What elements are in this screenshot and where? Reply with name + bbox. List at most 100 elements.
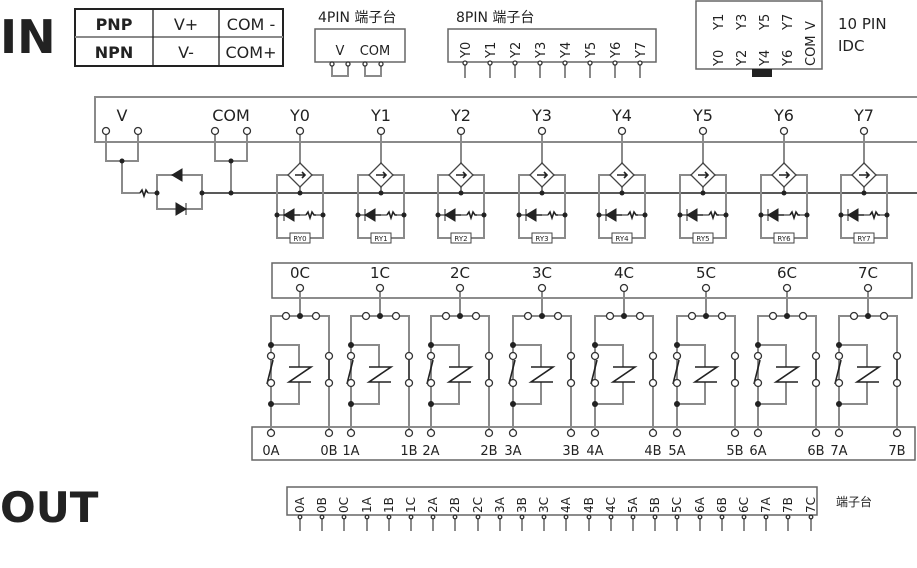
out-heading: OUT <box>0 483 99 532</box>
led-icon <box>767 208 779 222</box>
common-terminal-label: 7C <box>858 264 878 282</box>
a-terminal-label: 2A <box>422 444 439 459</box>
strip-terminal-label: 1A <box>360 496 374 513</box>
common-terminal-label: 6C <box>777 264 797 282</box>
strip-terminal-label: 5B <box>648 497 662 513</box>
idc-title-2: IDC <box>838 37 864 55</box>
a-terminal-label: 0A <box>262 444 279 459</box>
relay-label: RY4 <box>615 235 629 243</box>
b-terminal-label: 1B <box>400 444 417 459</box>
relay-label: RY5 <box>696 235 709 243</box>
b-terminal-label: 5B <box>726 444 743 459</box>
switch-contact-icon <box>672 359 680 385</box>
strip-terminal-label: 5C <box>670 497 684 513</box>
relay-coil-box <box>289 232 311 244</box>
switch-contact-icon <box>426 359 434 385</box>
relay-coil-box <box>853 232 875 244</box>
a-terminal-label: 4A <box>586 444 603 459</box>
input-channel-label: Y4 <box>611 106 632 125</box>
coil-icon <box>773 366 801 383</box>
pnp-com: COM - <box>227 15 275 34</box>
input-channel-label: Y2 <box>450 106 471 125</box>
led-icon <box>444 208 456 222</box>
relay-coil-box <box>692 232 714 244</box>
led-icon <box>283 208 295 222</box>
idc-pin-label: Y5 <box>758 14 773 31</box>
a-terminal-label: 7A <box>830 444 847 459</box>
relay-coil-box <box>773 232 795 244</box>
relay-output-channel: 4C 4A 4B <box>586 264 661 459</box>
resistor-icon <box>455 210 477 221</box>
strip-terminal-label: 4A <box>559 496 573 513</box>
b-terminal-label: 0B <box>320 444 337 459</box>
npn-com: COM+ <box>226 43 277 62</box>
eight-pin-label: Y5 <box>584 42 599 59</box>
resistor-icon <box>294 210 316 221</box>
eight-pin-label: Y2 <box>509 42 524 59</box>
strip-terminal-label: 1C <box>404 497 418 513</box>
input-channel-label: Y0 <box>289 106 310 125</box>
relay-coil-box <box>450 232 472 244</box>
coil-icon <box>854 366 882 383</box>
common-terminal-label: 1C <box>370 264 390 282</box>
led-icon <box>605 208 617 222</box>
polarity-table: PNP V+ COM - NPN V- COM+ <box>74 8 284 67</box>
strip-terminal-label: 5A <box>626 496 640 513</box>
relay-coil-box <box>611 232 633 244</box>
coil-icon <box>610 366 638 383</box>
led-icon <box>686 208 698 222</box>
switch-contact-icon <box>753 359 761 385</box>
input-board: V COM Y0RY0Y1RY1Y2RY2Y3RY3Y4RY4Y5RY5Y6RY… <box>94 96 917 244</box>
relay-label: RY3 <box>535 235 548 243</box>
input-channel-label: Y3 <box>531 106 552 125</box>
four-pin-v: V <box>336 44 345 59</box>
eight-pin-label: Y0 <box>459 42 474 59</box>
b-terminal-label: 4B <box>644 444 661 459</box>
input-channel-label: Y5 <box>692 106 713 125</box>
led-icon <box>525 208 537 222</box>
switch-contact-icon <box>266 359 274 385</box>
input-channel-label: Y7 <box>853 106 874 125</box>
relay-coil-box <box>370 232 392 244</box>
relay-output-channel: 6C 6A 6B <box>749 264 824 459</box>
resistor-icon <box>858 210 880 221</box>
eight-pin-title: 8PIN 端子台 <box>456 10 534 26</box>
pnp-v: V+ <box>174 15 198 34</box>
idc-pin-label: V <box>804 21 819 30</box>
relay-output-channel: 7C 7A 7B <box>830 264 905 459</box>
common-terminal-label: 5C <box>696 264 716 282</box>
npn-v: V- <box>178 43 194 62</box>
input-channel-label: Y6 <box>773 106 794 125</box>
relay-label: RY2 <box>454 235 467 243</box>
input-channel-label: Y1 <box>370 106 391 125</box>
idc-pin-label: Y0 <box>712 50 727 67</box>
npn-label: NPN <box>95 43 134 62</box>
b-terminal-label: 6B <box>807 444 824 459</box>
b-terminal-label: 7B <box>888 444 905 459</box>
pnp-label: PNP <box>96 15 133 34</box>
resistor-icon <box>375 210 397 221</box>
coil-icon <box>692 366 720 383</box>
a-terminal-label: 6A <box>749 444 766 459</box>
coil-icon <box>528 366 556 383</box>
relay-label: RY0 <box>293 235 306 243</box>
coil-icon <box>366 366 394 383</box>
common-terminal-label: 3C <box>532 264 552 282</box>
strip-terminal-label: 1B <box>382 497 396 513</box>
strip-terminal-label: 2C <box>471 497 485 513</box>
common-terminal-label: 4C <box>614 264 634 282</box>
